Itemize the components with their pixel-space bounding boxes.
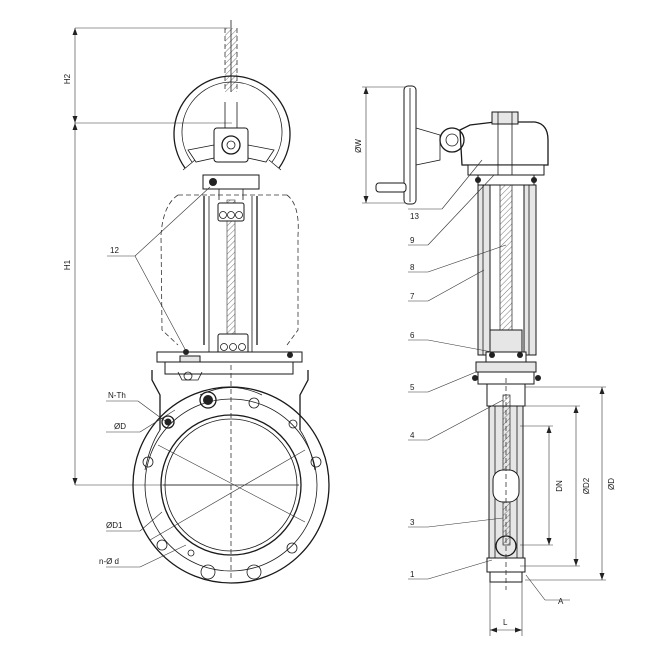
valve-body — [132, 365, 330, 584]
detail-a-label: A — [558, 597, 564, 606]
handwheel-width-dimension — [362, 86, 405, 204]
part-7-label: 7 — [410, 292, 415, 301]
gland-section — [156, 345, 303, 381]
part-9-label: 9 — [410, 236, 415, 245]
phi-d2-label: ØD2 — [582, 477, 591, 494]
part-5-label: 5 — [410, 383, 415, 392]
part-6-label: 6 — [410, 331, 415, 340]
handwheel — [173, 75, 291, 171]
flange-bolt-holes — [142, 371, 322, 580]
yoke-columns — [203, 196, 258, 357]
part-4-label: 4 — [410, 431, 415, 440]
phi-d1-label: ØD1 — [106, 521, 123, 530]
front-view-leaders — [106, 186, 211, 568]
part-8-label: 8 — [410, 263, 415, 272]
side-body — [486, 378, 526, 590]
side-gland — [472, 329, 541, 385]
n-th-label: N-Th — [108, 391, 126, 400]
phi-d-side-label: ØD — [607, 478, 616, 490]
phi-w-label: ØW — [354, 139, 363, 153]
h1-dimension-label: H1 — [63, 259, 72, 270]
phi-d-front-label: ØD — [114, 422, 126, 431]
gearbox-base — [202, 174, 260, 200]
side-gearbox — [439, 111, 549, 176]
part-12-label: 12 — [110, 246, 119, 255]
tapped-holes — [161, 391, 217, 429]
h2-dimension-label: H2 — [63, 73, 72, 84]
l-dimension-label: L — [503, 618, 508, 627]
front-view: H2 H1 — [63, 20, 330, 584]
height-dimensions — [72, 27, 232, 486]
side-handwheel — [375, 85, 441, 205]
dn-label: DN — [555, 480, 564, 492]
side-dimensions — [489, 386, 606, 636]
part-13-label: 13 — [410, 212, 419, 221]
side-view: ØW — [354, 85, 616, 636]
part-1-label: 1 — [410, 570, 415, 579]
n-phi-d-label: n-Ø d — [99, 557, 119, 566]
stem-extension — [224, 20, 238, 92]
yoke-outline — [160, 194, 299, 346]
side-yoke — [475, 174, 537, 356]
side-view-leaders — [408, 159, 570, 601]
part-3-label: 3 — [410, 518, 415, 527]
